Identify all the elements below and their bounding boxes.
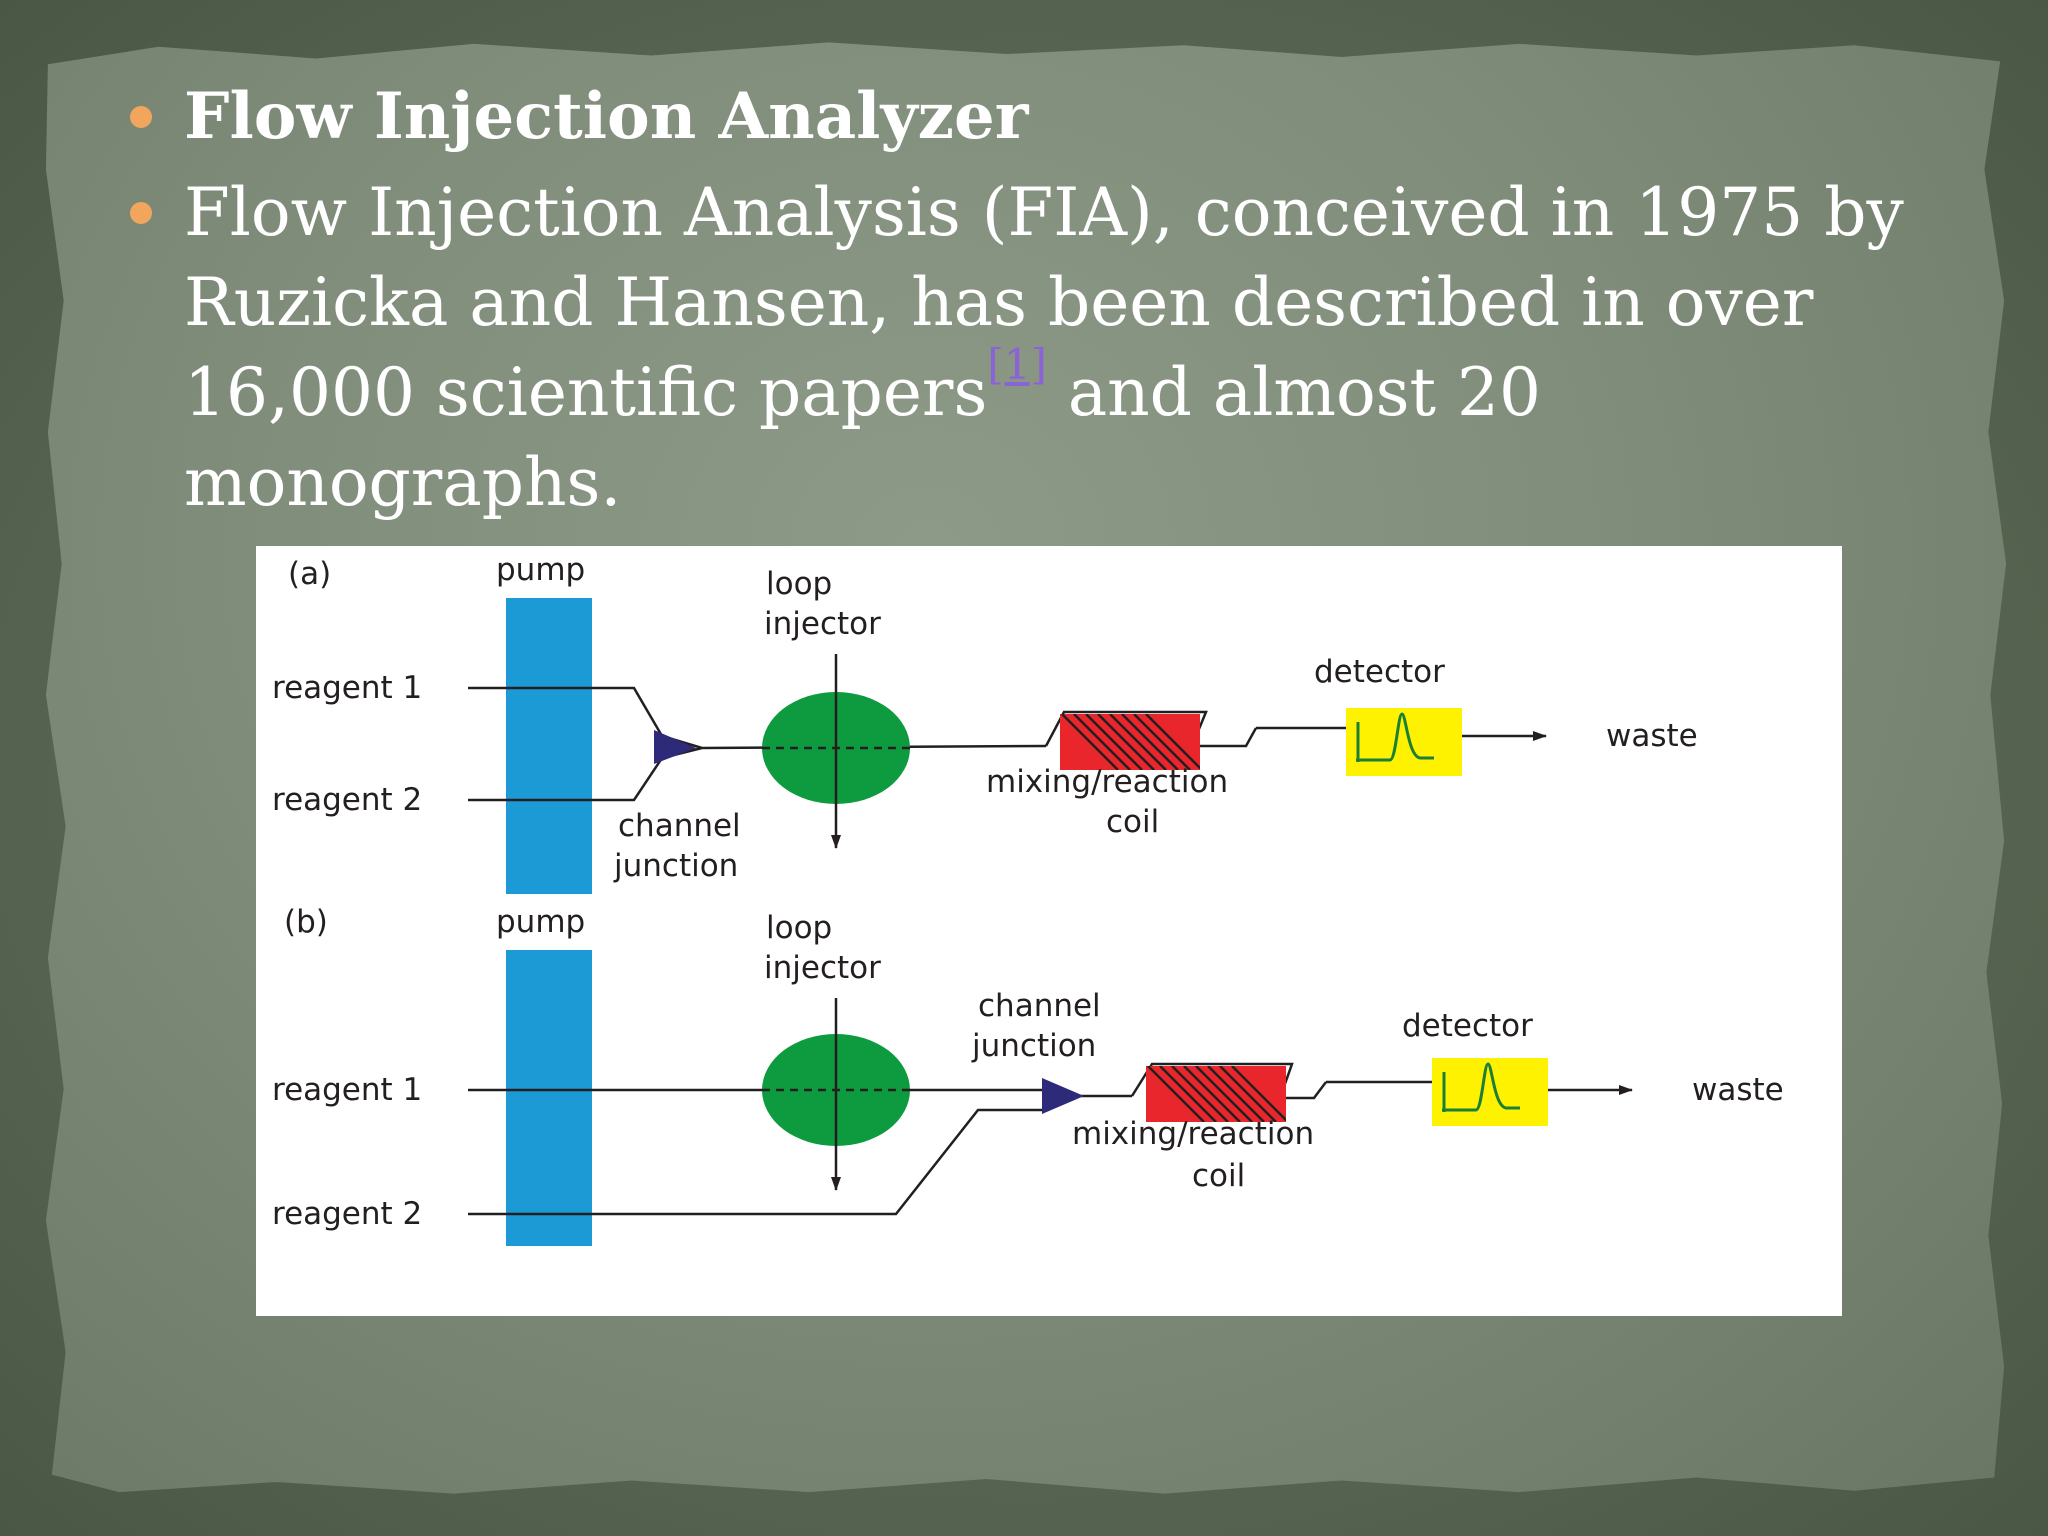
- panel-a-coil-windings: [1061, 714, 1200, 770]
- fia-diagram: (a) pump reagent 1 reagent 2 loop inject…: [256, 546, 1842, 1316]
- bullet-title: Flow Injection Analyzer: [130, 72, 1990, 162]
- panel-a-detector-label: detector: [1314, 654, 1445, 690]
- panel-a-label: (a): [288, 556, 331, 592]
- panel-b-coil-label-1: mixing/reaction: [1072, 1116, 1314, 1152]
- bullet-body: Flow Injection Analysis (FIA), conceived…: [130, 168, 1990, 528]
- panel-b-injector-label-2: injector: [764, 950, 881, 986]
- bullet-dot-icon: [130, 202, 152, 224]
- panel-a-pump-label: pump: [496, 552, 585, 588]
- panel-b-pump-label: pump: [496, 904, 585, 940]
- panel-a-junction-label-2: junction: [613, 848, 738, 884]
- panel-a-junction-arrow-icon: [654, 730, 696, 764]
- panel-a-injector-label-2: injector: [764, 606, 881, 642]
- body-text-end: and almost 20 monographs.: [184, 354, 1542, 521]
- panel-b-injector-label-1: loop: [766, 910, 832, 946]
- slide-title: Flow Injection Analyzer: [184, 79, 1029, 154]
- panel-b-pump-bar: [506, 950, 592, 1246]
- panel-b-coil-label-2: coil: [1192, 1158, 1245, 1194]
- body-text: Flow Injection Analysis (FIA), conceived…: [184, 174, 1904, 431]
- panel-b-reagent2-label: reagent 2: [272, 1196, 422, 1232]
- panel-a-waste-label: waste: [1606, 718, 1698, 754]
- panel-b-detector-label: detector: [1402, 1008, 1533, 1044]
- panel-b-coil-windings: [1147, 1066, 1286, 1122]
- panel-a-coil-label-1: mixing/reaction: [986, 764, 1228, 800]
- panel-b-detector-peak-icon: [1442, 1062, 1520, 1112]
- bullet-list: Flow Injection Analyzer Flow Injection A…: [130, 72, 1990, 528]
- panel-b-label: (b): [284, 904, 328, 940]
- panel-a-pump-bar: [506, 598, 592, 894]
- panel-b-waste-label: waste: [1692, 1072, 1784, 1108]
- panel-b-junction-label-1: channel: [978, 988, 1101, 1024]
- fia-diagram-svg: (a) pump reagent 1 reagent 2 loop inject…: [272, 552, 1784, 1246]
- panel-a-junction-label-1: channel: [618, 808, 741, 844]
- panel-b-junction-arrow-icon: [1042, 1078, 1084, 1114]
- panel-b-junction-label-2: junction: [971, 1028, 1096, 1064]
- panel-a-reagent2-label: reagent 2: [272, 782, 422, 818]
- panel-b-reagent1-label: reagent 1: [272, 1072, 422, 1108]
- bullet-dot-icon: [130, 106, 152, 128]
- panel-a-coil-label-2: coil: [1106, 804, 1159, 840]
- citation-link[interactable]: [1]: [987, 340, 1047, 389]
- panel-a-detector-peak-icon: [1356, 712, 1434, 762]
- panel-a-injector-label-1: loop: [766, 566, 832, 602]
- panel-a-reagent1-label: reagent 1: [272, 670, 422, 706]
